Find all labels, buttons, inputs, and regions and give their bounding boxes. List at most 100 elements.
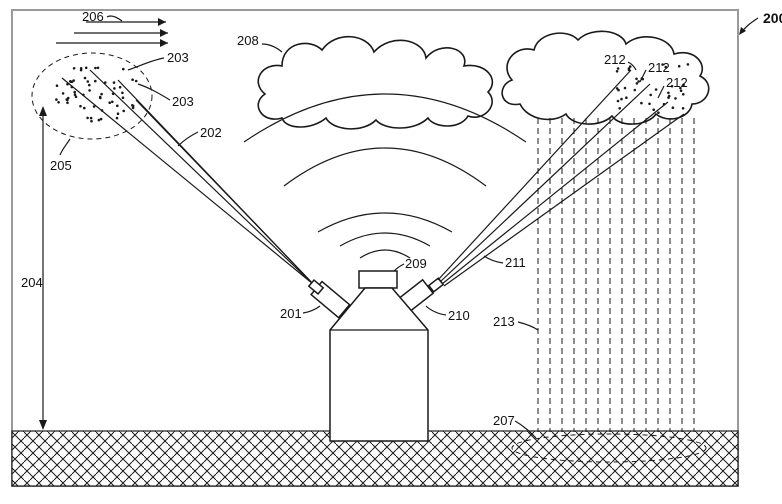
precipitation-drop [681,107,685,110]
precipitation-drop [615,70,619,73]
aerosol-particle [115,116,119,120]
precipitation-drop [623,86,627,90]
aerosol-particle [92,105,96,108]
aerosol-particle [131,104,135,108]
aerosol-particle [97,118,101,122]
left-lidar-unit [307,279,351,319]
precipitation-drop [617,88,620,92]
precipitation-drop [635,82,639,85]
aerosol-particle [122,67,125,71]
rainfall-leader [517,321,539,331]
aerosol-particle [86,116,89,120]
rain-ground-label: 207 [493,413,515,428]
aerosol-particle [69,80,72,83]
aerosol-particle [55,98,58,101]
right-lidar-beams [437,69,685,287]
aerosol-particle [79,67,83,70]
aerosol-particle [57,101,60,104]
precipitation-drops [615,63,690,114]
precipitation-drop [686,63,690,66]
precipitation-drop [667,91,670,95]
aerosol-particle [134,79,138,83]
right-beam-leader [483,255,504,264]
aerosol-region-label: 205 [50,158,72,173]
aerosol-particle [90,119,93,123]
aerosol-particle [61,92,65,95]
left-lidar-leader [302,305,321,314]
precipitation-drop [674,97,677,100]
aerosol-particle [88,83,91,87]
aerosol-particle [118,85,122,89]
precipitation-drop [670,84,674,88]
aerosol-particle [98,95,102,99]
left-cloud-leader [261,43,283,53]
aerosol-particle [131,78,134,81]
right-beam-label: 211 [505,255,526,270]
aerosol-particle [88,89,91,92]
aerosol-particle [66,96,70,100]
drops-leader-2 [639,69,647,83]
precipitation-drop [679,89,683,92]
precipitation-drop [633,88,637,92]
aerosol-region-leader [59,138,71,156]
radar-antenna [358,270,398,289]
particles-label-a: 203 [167,50,189,65]
aerosol-particle [94,66,97,70]
aerosol-particle [86,80,90,83]
drops-label-1: 212 [604,52,626,67]
precipitation-drop [677,64,681,68]
drops-label-3: 212 [666,75,688,90]
right-cloud [501,30,710,125]
rainfall-label: 213 [493,314,515,329]
drops-leader-3 [657,85,665,99]
precipitation-drop [616,99,620,103]
left-cloud [257,35,494,130]
precipitation-drop [628,65,632,68]
aerosol-particles [55,66,138,123]
drops-label-2: 212 [648,60,670,75]
aerosol-particle [116,104,119,108]
aerosol-particle [73,90,76,94]
altitude-label: 204 [21,275,43,290]
aerosol-particle [83,76,87,80]
radar-leader [393,263,405,272]
altitude-dimension [39,106,47,430]
precipitation-drop [654,88,658,91]
drops-leader-1 [627,61,637,71]
aerosol-particle [121,91,124,95]
aerosol-region-boundary [31,52,153,140]
aerosol-particle [72,67,76,70]
left-cloud-label: 208 [237,33,259,48]
precipitation-drop [661,63,664,66]
precipitation-drop [682,93,685,96]
aerosol-particle [111,100,114,104]
aerosol-particle [83,106,86,110]
aerosol-particle [73,93,77,96]
figure-ref-label: 200 [763,10,782,26]
precipitation-drop [627,68,631,72]
precipitation-drop [649,93,652,97]
particles-leader-b [137,83,171,101]
aerosol-particle [79,104,82,108]
radar-waves [243,93,527,259]
figure-ref-arrowhead [739,27,746,35]
precipitation-drop [667,96,670,99]
precipitation-drop [657,111,660,114]
aerosol-particle [72,79,75,82]
particles-leader-a [127,57,165,71]
rain-ground-region [511,433,707,463]
precipitation-drop [640,101,643,105]
aerosol-particle [94,79,97,83]
precipitation-drop [679,86,682,90]
aerosol-particle [112,81,116,84]
precipitation-drop [620,97,623,101]
precipitation-drop [652,108,655,111]
left-lidar-beams [61,69,320,291]
precipitation-drop [637,80,640,83]
precipitation-drop [635,77,638,81]
aerosol-particle [113,87,116,90]
aerosol-particle [122,109,125,113]
particles-label-b: 203 [172,94,194,109]
